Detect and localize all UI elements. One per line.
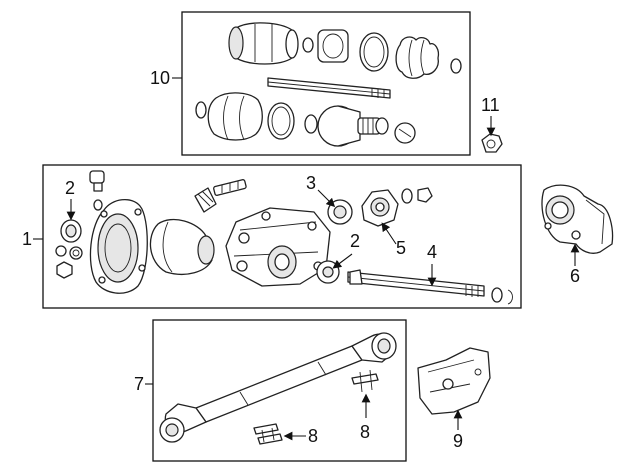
boot-clamp-bottom[interactable] [267, 102, 295, 140]
intermediate-shaft[interactable] [347, 269, 485, 297]
boot-clamp-top[interactable] [359, 32, 389, 72]
callout-3-leader [317, 189, 336, 208]
u-bolt-strap-right[interactable] [351, 369, 379, 393]
group-10-halfshaft-box: 10 [150, 11, 471, 156]
companion-flange[interactable] [361, 189, 399, 227]
snap-ring-bottom[interactable] [304, 114, 318, 134]
differential-cover[interactable] [89, 199, 148, 294]
dust-shield-washer[interactable] [394, 122, 416, 144]
callout-7: 7 [134, 374, 144, 394]
callout-2-left: 2 [65, 178, 75, 198]
callout-8-right: 8 [360, 422, 370, 442]
u-bolt-strap-left[interactable] [253, 423, 283, 445]
differential-case[interactable] [225, 207, 331, 287]
side-seal-right[interactable] [316, 260, 340, 284]
callout-3: 3 [306, 173, 316, 193]
callout-8-left: 8 [308, 426, 318, 446]
callout-4: 4 [427, 242, 437, 262]
drain-fill-plugs[interactable] [55, 245, 83, 279]
side-seal-left[interactable] [60, 219, 82, 243]
group-10-border [181, 11, 471, 156]
propeller-shaft[interactable] [159, 332, 397, 443]
cover-gasket-dome[interactable] [149, 219, 215, 275]
tripod-bearing[interactable] [317, 29, 349, 63]
shaft-retaining-rings[interactable] [491, 287, 513, 305]
inner-cv-joint-housing[interactable] [228, 22, 299, 65]
callout-2-right: 2 [350, 231, 360, 251]
flange-washers[interactable] [401, 187, 433, 204]
group-1-differential-box: 1 2 [22, 164, 522, 309]
callout-10: 10 [150, 68, 170, 88]
callout-6: 6 [570, 266, 580, 286]
callout-9: 9 [453, 431, 463, 451]
pinion-gear[interactable] [194, 179, 247, 213]
callout-1: 1 [22, 229, 32, 249]
part-6-actuator-housing[interactable] [541, 184, 614, 254]
inner-cv-boot[interactable] [395, 36, 462, 79]
outer-cv-boot[interactable] [195, 92, 263, 141]
part-9-heat-shield[interactable] [417, 347, 491, 415]
group-7-border [152, 319, 407, 462]
snap-ring-top[interactable] [302, 37, 314, 53]
callout-5: 5 [396, 238, 406, 258]
group-7-propshaft-box: 7 8 8 [134, 319, 407, 462]
callout-2-right-leader [332, 253, 353, 269]
callout-11: 11 [481, 95, 500, 115]
outer-cv-joint[interactable] [317, 105, 389, 147]
axle-shaft[interactable] [267, 77, 391, 99]
callout-5-leader [381, 222, 397, 245]
group-1-border [42, 164, 522, 309]
vent-plugs[interactable] [89, 170, 105, 211]
part-11-hub-nut[interactable] [481, 133, 503, 153]
